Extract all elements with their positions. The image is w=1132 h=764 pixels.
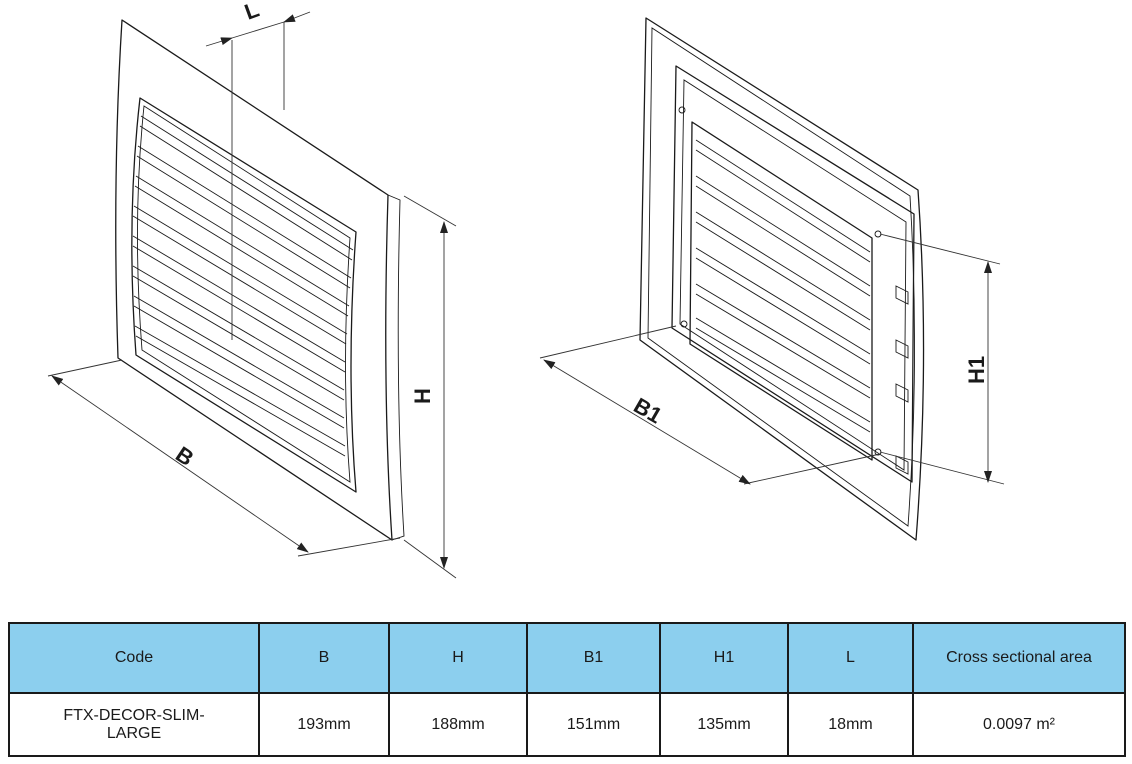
height-label: H (410, 388, 435, 404)
header-l: L (787, 622, 914, 694)
front-louver-panel (131, 97, 357, 493)
mount-hole-top-left (678, 106, 686, 114)
spec-table: Code B H B1 H1 L Cross sectional area FT… (8, 622, 1126, 757)
cell-code: FTX-DECOR-SLIM-LARGE (8, 692, 260, 757)
header-h1: H1 (659, 622, 789, 694)
back-frame (639, 17, 925, 541)
front-grille-view: L B H (47, 0, 457, 579)
table-row: FTX-DECOR-SLIM-LARGE 193mm 188mm 151mm 1… (8, 692, 1126, 757)
back-louver-box (689, 121, 873, 461)
front-louver-slats (132, 115, 354, 457)
cell-h: 188mm (388, 692, 528, 757)
technical-drawing: L B H (47, 0, 1005, 579)
back-grille-view: B1 H1 (539, 17, 1005, 541)
depth-label: L (241, 0, 262, 25)
header-code: Code (8, 622, 260, 694)
cell-b1: 151mm (526, 692, 661, 757)
inner-height-label: H1 (964, 356, 989, 384)
width-label: B (171, 441, 198, 471)
cell-h1: 135mm (659, 692, 789, 757)
back-width-dimension: B1 (539, 325, 881, 485)
header-b1: B1 (526, 622, 661, 694)
cell-b: 193mm (258, 692, 390, 757)
back-mounting-flange (671, 65, 915, 483)
header-b: B (258, 622, 390, 694)
front-width-dimension: B (47, 359, 401, 557)
header-area: Cross sectional area (912, 622, 1126, 694)
inner-width-label: B1 (630, 393, 667, 429)
back-height-dimension: H1 (879, 233, 1005, 485)
table-header-row: Code B H B1 H1 L Cross sectional area (8, 622, 1126, 694)
front-height-dimension: H (403, 195, 457, 579)
side-clips (895, 285, 909, 475)
header-h: H (388, 622, 528, 694)
cell-area: 0.0097 m² (912, 692, 1126, 757)
mount-hole-bottom-left (680, 320, 688, 328)
front-depth-dimension: L (205, 0, 311, 340)
back-louver-slats (695, 139, 871, 433)
cell-l: 18mm (787, 692, 914, 757)
